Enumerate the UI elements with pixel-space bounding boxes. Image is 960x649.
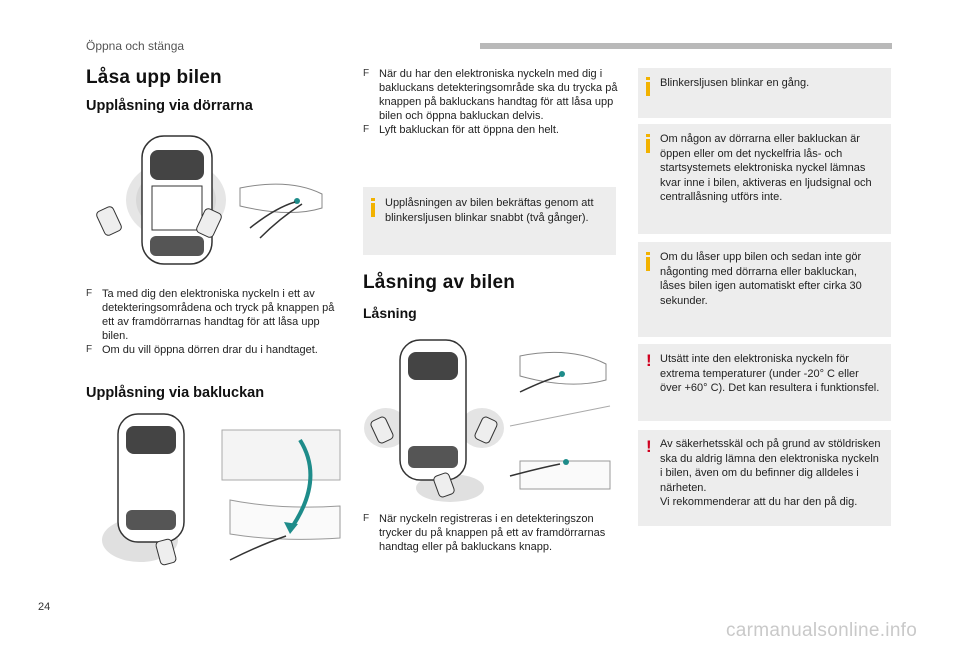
warning-box-1: ! Utsätt inte den elektroniska nyckeln f… <box>638 344 891 421</box>
header-bar <box>480 43 892 49</box>
bullet-icon: F <box>363 513 370 524</box>
info-box: Upplåsningen av bilen bekräftas genom at… <box>363 187 616 255</box>
tailgate-heading: Upplåsning via bakluckan <box>86 385 265 401</box>
lock-illustration <box>364 339 611 502</box>
page-title: Låsa upp bilen <box>86 67 222 88</box>
watermark: carmanualsonline.info <box>726 620 918 641</box>
bullet-icon: F <box>86 288 93 299</box>
info-box-2: Om någon av dörrarna eller bakluckan är … <box>638 124 891 234</box>
warning-box-2: ! Av säkerhetsskäl och på grund av stöld… <box>638 430 891 526</box>
doors-unlock-illustration <box>96 135 323 265</box>
section-title: Öppna och stänga <box>86 39 185 53</box>
doors-heading: Upplåsning via dörrarna <box>86 98 253 114</box>
info-box-3: Om du låser upp bilen och sedan inte gör… <box>638 242 891 337</box>
tailgate-unlock-illustration <box>102 413 341 566</box>
warning-icon: ! <box>646 437 652 456</box>
page-number: 24 <box>38 601 51 613</box>
warning-icon: ! <box>646 351 652 370</box>
bullet-icon: F <box>363 124 370 135</box>
lock-heading: Låsning <box>363 305 417 321</box>
bullet-icon: F <box>363 68 370 79</box>
bullet-icon: F <box>86 344 93 355</box>
info-box-1: Blinkersljusen blinkar en gång. <box>638 68 891 118</box>
lock-title: Låsning av bilen <box>363 272 516 293</box>
